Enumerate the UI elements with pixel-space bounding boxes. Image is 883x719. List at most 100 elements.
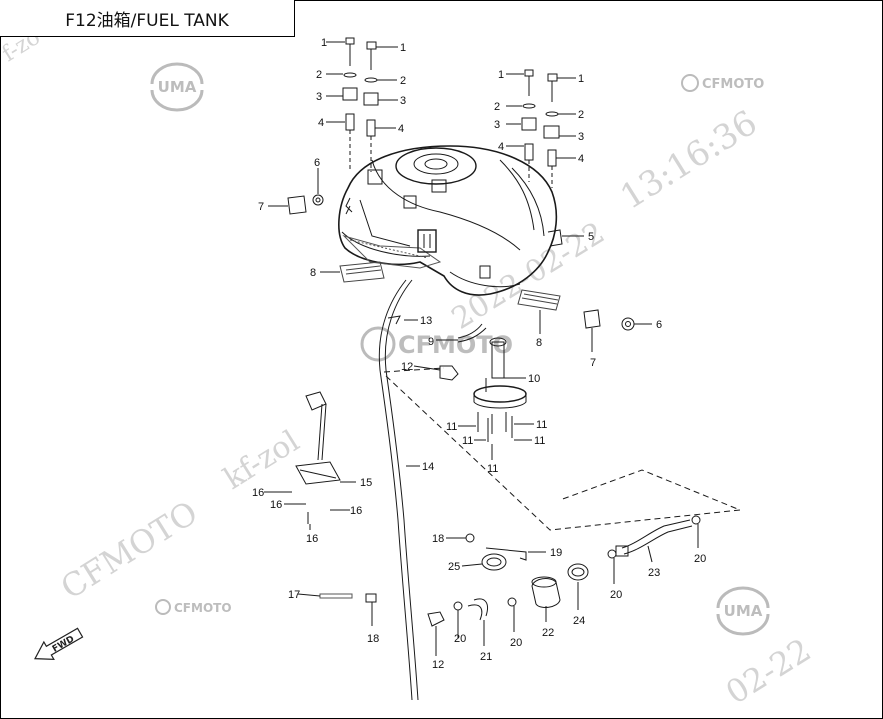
page-title: F12油箱/FUEL TANK [65,10,229,31]
nut-left [312,194,324,206]
part-label-20: 20 [610,589,622,601]
pump-bolts [477,412,513,442]
rubber-pad-right [583,309,601,329]
part-label-1: 1 [498,69,504,81]
part-label-13: 13 [420,315,432,327]
fwd-arrow: FWD [34,627,84,660]
part-label-25: 25 [448,561,460,573]
hose-fitting-12-top [439,365,459,381]
part-label-16: 16 [350,505,362,517]
svg-text:CFMOTO: CFMOTO [398,331,513,359]
fuel-pump [473,337,527,409]
part-label-18: 18 [432,533,444,545]
bracket-left [339,261,385,283]
clamp-25 [481,553,507,571]
part-label-17: 17 [288,589,300,601]
part-label-2: 2 [316,69,322,81]
part-label-8: 8 [310,267,316,279]
clamps-20 [453,515,701,611]
part-label-21: 21 [480,651,492,663]
watermark-brand: CFMOTO [54,493,204,606]
part-label-20: 20 [510,637,522,649]
part-label-11: 11 [487,463,498,475]
watermark-user: kf-zol [218,424,306,497]
bolt-stack-right-a [521,69,537,182]
part-label-6: 6 [656,319,662,331]
part-label-20: 20 [454,633,466,645]
nut-right [621,317,635,331]
part-label-11: 11 [446,421,457,433]
part-label-8: 8 [536,337,542,349]
title-box: F12油箱/FUEL TANK [0,0,295,37]
part-label-1: 1 [321,37,327,49]
bracket-19 [485,547,527,561]
part-label-3: 3 [400,95,406,107]
bracket-right [517,289,561,311]
bolt-stack-right-b [543,73,560,188]
part-label-19: 19 [550,547,562,559]
sender-screws [280,491,340,524]
clip-13 [387,315,401,325]
part-label-4: 4 [318,117,324,129]
leader-lines [264,41,699,656]
clamp-18-lower [365,593,377,603]
part-label-11: 11 [536,419,547,431]
part-label-12: 12 [432,659,444,671]
part-label-2: 2 [400,75,406,87]
pump-assembly-leader [383,367,741,531]
part-label-16: 16 [252,487,264,499]
fitting-12-lower [427,611,445,627]
fuel-level-sender [295,391,341,485]
part-label-14: 14 [422,461,434,473]
fuel-tank [338,145,563,296]
rubber-pad-left [287,195,307,215]
part-label-3: 3 [316,91,322,103]
part-label-7: 7 [258,201,264,213]
svg-text:UMA: UMA [724,602,763,620]
cfmoto-logo-bottom-left: CFMOTO [155,599,232,615]
cfmoto-logo-top-right: CFMOTO [681,74,764,92]
clamp-18-upper [465,533,475,543]
part-label-1: 1 [400,42,406,54]
part-label-2: 2 [578,109,584,121]
drain-hose-14-outline [384,279,419,701]
part-label-22: 22 [542,627,554,639]
fuel-filter-22 [531,576,561,608]
part-label-4: 4 [398,123,404,135]
part-label-4: 4 [578,153,584,165]
part-label-7: 7 [590,357,596,369]
ring-24 [567,563,589,581]
part-label-20: 20 [694,553,706,565]
part-label-3: 3 [494,119,500,131]
part-label-2: 2 [494,101,500,113]
uma-logo-top-left: UMA [150,62,204,112]
part-label-9: 9 [428,336,434,348]
part-label-1: 1 [578,73,584,85]
breather-hose-9 [457,323,483,339]
hose-17 [319,593,353,599]
hose-21 [467,598,488,621]
watermark-time: 13:16:36 [614,103,765,218]
watermark-date-right: 02-22 [719,631,817,712]
svg-text:CFMOTO: CFMOTO [702,77,764,92]
part-label-23: 23 [648,567,660,579]
svg-text:CFMOTO: CFMOTO [174,601,232,615]
part-label-16: 16 [270,499,282,511]
part-label-16: 16 [306,533,318,545]
uma-logo-bottom-right: UMA [716,586,770,636]
part-label-3: 3 [578,131,584,143]
bolt-stack-left-a [342,37,358,170]
part-label-15: 15 [360,477,372,489]
part-label-6: 6 [314,157,320,169]
bolt-stack-left-b [363,41,379,172]
drain-hose-14 [378,279,413,701]
part-label-24: 24 [573,615,585,627]
svg-text:UMA: UMA [158,78,197,96]
part-label-11: 11 [534,435,545,447]
part-label-18: 18 [367,633,379,645]
part-label-5: 5 [588,231,594,243]
part-label-11: 11 [462,435,473,447]
breather-hose-9b [457,327,487,343]
